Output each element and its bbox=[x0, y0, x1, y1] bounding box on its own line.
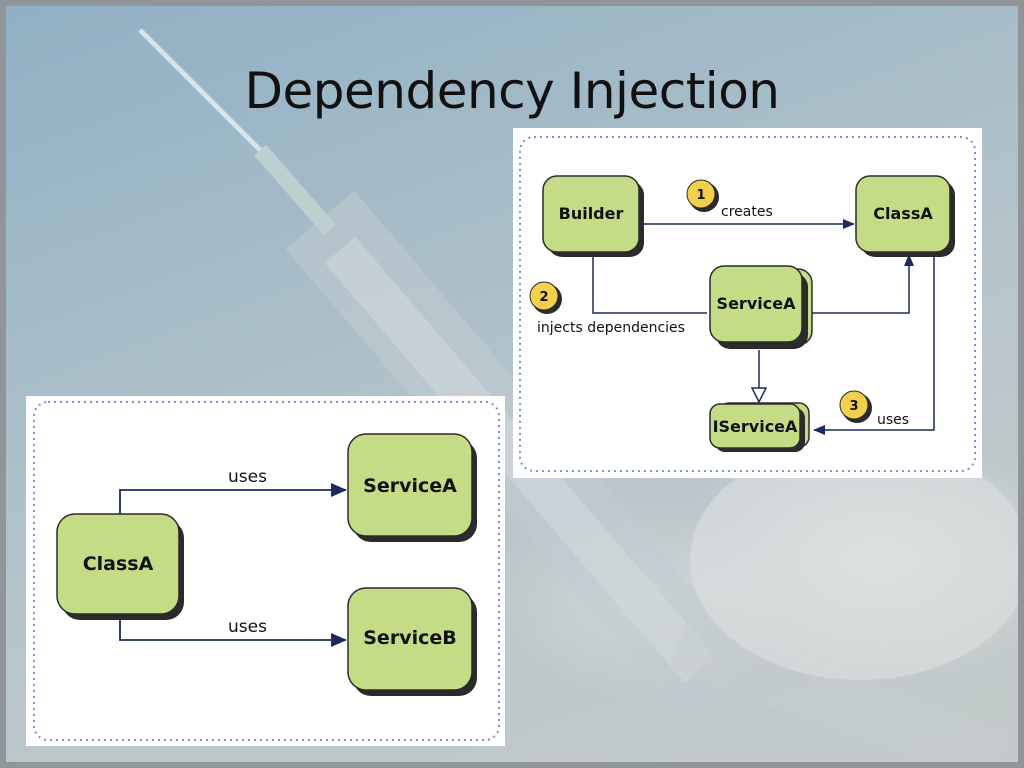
svg-text:1: 1 bbox=[696, 188, 705, 203]
classa-label: ClassA bbox=[83, 553, 154, 575]
inject-arrow-classa bbox=[811, 254, 914, 314]
direct-dependency-diagram: ClassA ServiceA ServiceB uses uses bbox=[26, 396, 505, 746]
inject-line bbox=[592, 256, 707, 314]
classa-node: ClassA bbox=[56, 513, 184, 620]
serviceb-node: ServiceB bbox=[347, 587, 477, 696]
uses-arrow-serviceb bbox=[119, 617, 347, 647]
step-badge-3: 3 bbox=[839, 390, 872, 423]
uses-label-top: uses bbox=[228, 467, 267, 487]
builder-node: Builder bbox=[542, 175, 644, 257]
creates-label: creates bbox=[721, 204, 773, 220]
classa-node: ClassA bbox=[855, 175, 955, 257]
slide-title: Dependency Injection bbox=[244, 62, 780, 120]
step-badge-1: 1 bbox=[686, 179, 719, 212]
uses-arrow-servicea bbox=[119, 483, 347, 515]
classa-label: ClassA bbox=[873, 204, 933, 223]
dotted-border bbox=[519, 136, 976, 472]
iservicea-node: IServiceA bbox=[709, 402, 810, 452]
servicea-node: ServiceA bbox=[709, 265, 813, 349]
servicea-label: ServiceA bbox=[363, 475, 457, 497]
dotted-border bbox=[33, 401, 500, 741]
builder-label: Builder bbox=[559, 204, 624, 223]
di-with-builder-diagram: Builder ClassA ServiceA IServiceA 1 bbox=[513, 128, 982, 478]
uses-label: uses bbox=[877, 412, 909, 428]
step-badge-2: 2 bbox=[529, 281, 562, 314]
svg-text:2: 2 bbox=[539, 290, 548, 305]
servicea-node: ServiceA bbox=[347, 433, 477, 542]
injects-label: injects dependencies bbox=[537, 320, 685, 336]
uses-label-bottom: uses bbox=[228, 617, 267, 637]
iservicea-label: IServiceA bbox=[713, 417, 798, 436]
servicea-label: ServiceA bbox=[717, 294, 797, 313]
uses-arrow bbox=[813, 255, 935, 435]
svg-text:3: 3 bbox=[849, 399, 858, 414]
serviceb-label: ServiceB bbox=[363, 627, 456, 649]
